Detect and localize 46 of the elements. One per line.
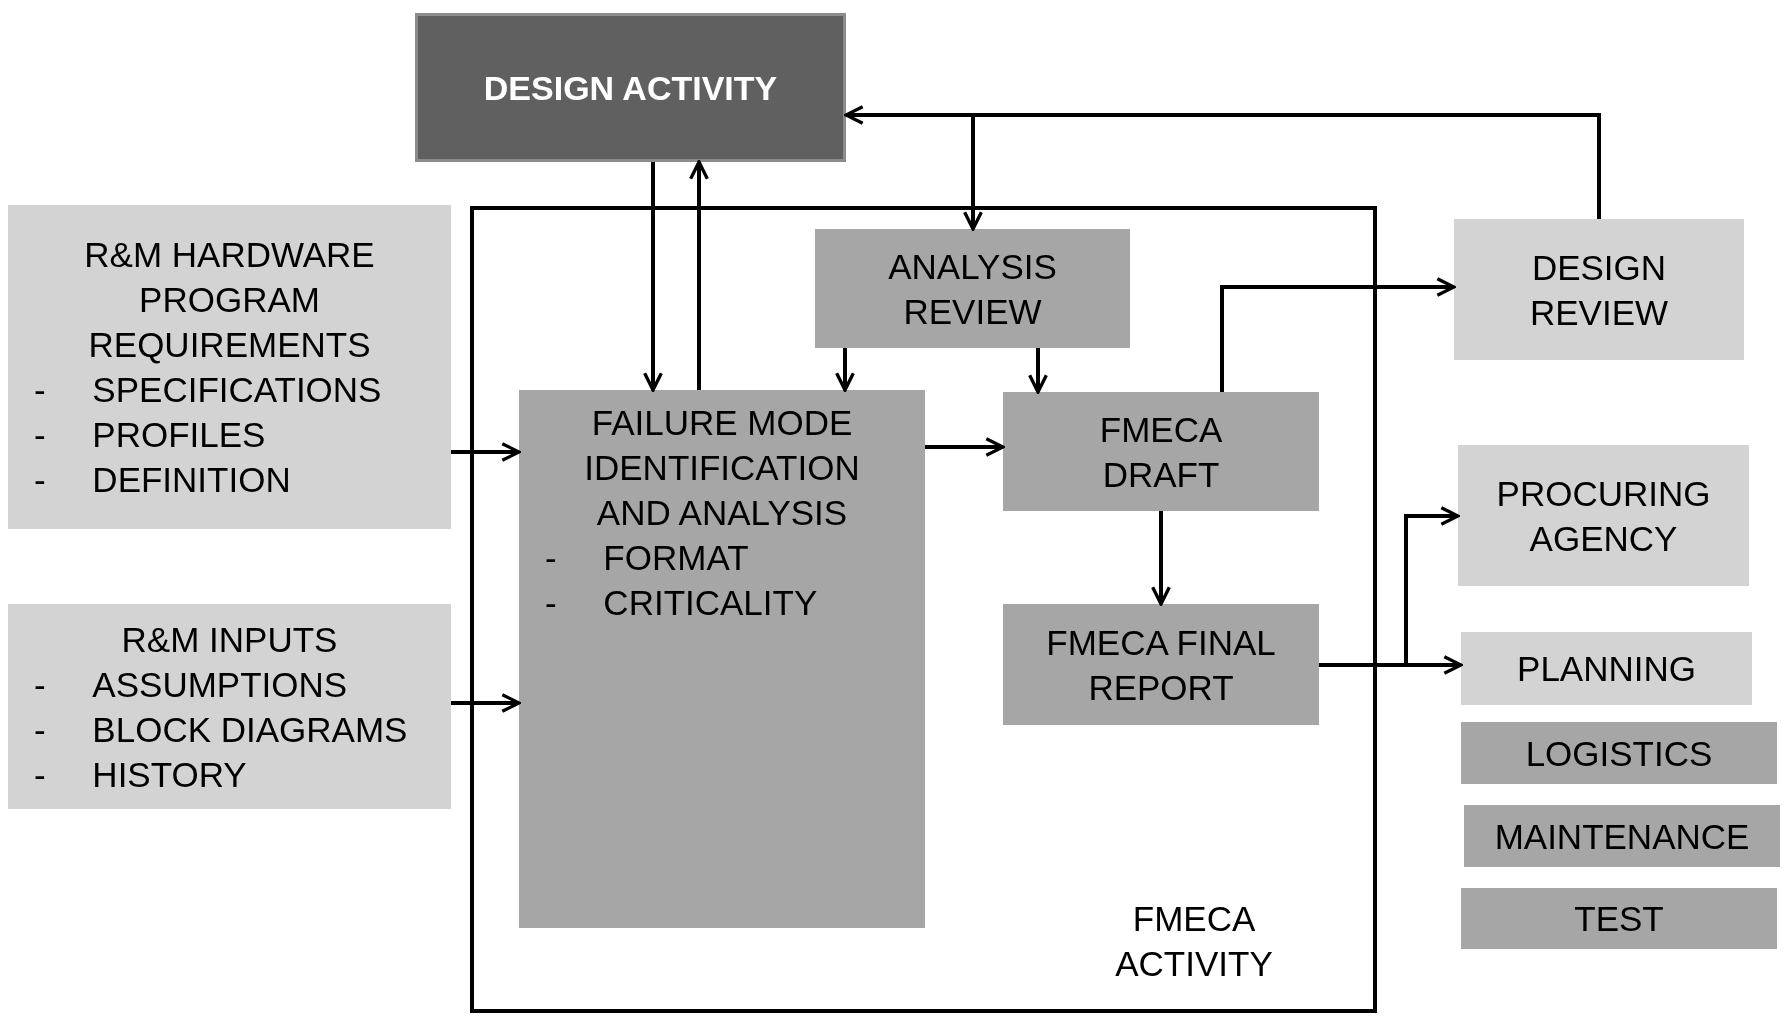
- list-item: - FORMAT: [545, 537, 750, 579]
- box-heading: R&M HARDWARE PROGRAM REQUIREMENTS: [83, 234, 376, 366]
- arrow: [643, 162, 663, 392]
- list-item: - CRITICALITY: [545, 582, 819, 624]
- arrow: [1028, 348, 1048, 394]
- output-box: [1461, 888, 1777, 949]
- process-box: [1003, 604, 1319, 725]
- box-label: FMECA DRAFT: [1098, 408, 1224, 496]
- box-heading: R&M INPUTS: [121, 618, 338, 661]
- box-label: LOGISTICS: [1525, 732, 1713, 775]
- process-box: [519, 390, 925, 928]
- output-box: [1454, 219, 1744, 360]
- input-box: [8, 205, 451, 529]
- box-label: TEST: [1574, 898, 1664, 940]
- box-heading: FAILURE MODE IDENTIFICATION AND ANALYSIS: [583, 402, 861, 534]
- process-box: [415, 13, 846, 162]
- box-title: DESIGN ACTIVITY: [483, 67, 778, 109]
- arrow: [451, 693, 521, 713]
- output-box: [1458, 445, 1749, 586]
- list-item: - SPECIFICATIONS: [34, 369, 383, 411]
- frame-label: FMECA ACTIVITY: [1114, 898, 1274, 985]
- activity-frame: [470, 206, 1377, 1013]
- list-item: - BLOCK DIAGRAMS: [34, 708, 409, 751]
- box-label: ANALYSIS REVIEW: [887, 245, 1058, 333]
- box-label: FMECA FINAL REPORT: [1045, 621, 1277, 709]
- list-item: - HISTORY: [34, 753, 248, 796]
- output-box: [1461, 632, 1752, 705]
- list-item: - ASSUMPTIONS: [34, 663, 349, 706]
- arrow: [835, 348, 855, 392]
- output-box: [1461, 722, 1777, 784]
- process-box: [815, 229, 1130, 348]
- input-box: [8, 604, 451, 809]
- arrow: [963, 113, 1601, 231]
- box-label: DESIGN REVIEW: [1528, 246, 1670, 334]
- process-box: [1003, 392, 1319, 511]
- arrow: [925, 437, 1005, 457]
- box-label: PROCURING AGENCY: [1495, 472, 1712, 560]
- box-label: MAINTENANCE: [1494, 815, 1750, 858]
- arrow: [451, 442, 521, 462]
- arrow: [1220, 277, 1456, 392]
- arrow: [689, 160, 709, 390]
- list-item: - PROFILES: [34, 414, 267, 456]
- list-item: - DEFINITION: [34, 459, 292, 501]
- output-box: [1464, 805, 1780, 867]
- box-label: PLANNING: [1517, 648, 1696, 690]
- arrow: [1151, 511, 1171, 606]
